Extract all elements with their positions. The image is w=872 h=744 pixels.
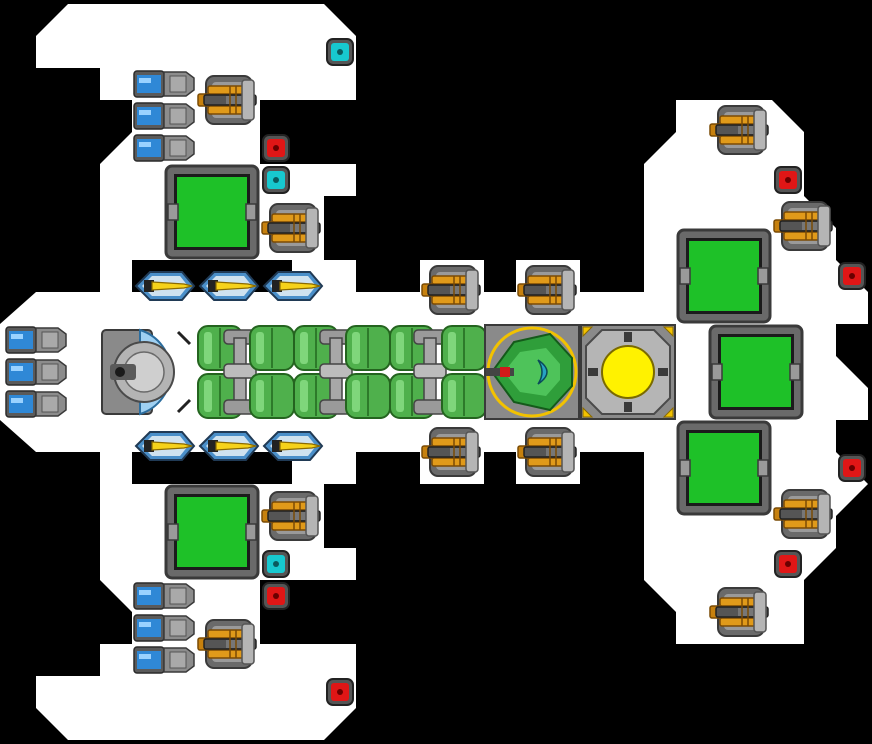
hardpoint-node-icon[interactable]	[836, 260, 868, 292]
reactor-core-icon[interactable]	[580, 324, 676, 420]
cannon-turret-icon[interactable]	[420, 262, 484, 318]
cannon-turret-icon[interactable]	[772, 486, 836, 542]
hardpoint-node-icon[interactable]	[772, 548, 804, 580]
shield-node-icon[interactable]	[260, 164, 292, 196]
cannon-turret-icon[interactable]	[420, 424, 484, 480]
fuel-tank-array[interactable]	[196, 324, 488, 420]
cannon-turret-icon[interactable]	[708, 102, 772, 158]
cannon-turret-icon[interactable]	[260, 200, 324, 256]
cargo-container-icon[interactable]	[708, 324, 804, 420]
shield-node-icon[interactable]	[324, 36, 356, 68]
hardpoint-node-icon[interactable]	[260, 132, 292, 164]
cargo-container-icon[interactable]	[676, 228, 772, 324]
thruster-icon[interactable]	[4, 388, 68, 420]
thruster-icon[interactable]	[132, 100, 196, 132]
hardpoint-node-icon[interactable]	[772, 164, 804, 196]
cannon-turret-icon[interactable]	[196, 616, 260, 672]
cannon-turret-icon[interactable]	[516, 262, 580, 318]
ion-engine-icon[interactable]	[260, 426, 324, 466]
cannon-turret-icon[interactable]	[196, 72, 260, 128]
main-engine-icon[interactable]	[100, 324, 196, 420]
thruster-icon[interactable]	[132, 612, 196, 644]
ion-engine-icon[interactable]	[132, 266, 196, 306]
thruster-icon[interactable]	[132, 132, 196, 164]
cargo-container-icon[interactable]	[164, 484, 260, 580]
ion-engine-icon[interactable]	[196, 266, 260, 306]
hardpoint-node-icon[interactable]	[324, 676, 356, 708]
cargo-container-icon[interactable]	[676, 420, 772, 516]
thruster-icon[interactable]	[132, 68, 196, 100]
ion-engine-icon[interactable]	[260, 266, 324, 306]
hardpoint-node-icon[interactable]	[260, 580, 292, 612]
hardpoint-node-icon[interactable]	[836, 452, 868, 484]
ion-engine-icon[interactable]	[132, 426, 196, 466]
cannon-turret-icon[interactable]	[708, 584, 772, 640]
cannon-turret-icon[interactable]	[516, 424, 580, 480]
cargo-container-icon[interactable]	[164, 164, 260, 260]
thruster-icon[interactable]	[132, 644, 196, 676]
cannon-turret-icon[interactable]	[772, 198, 836, 254]
thruster-icon[interactable]	[132, 580, 196, 612]
cannon-turret-icon[interactable]	[260, 488, 324, 544]
ion-engine-icon[interactable]	[196, 426, 260, 466]
cockpit-icon[interactable]	[484, 324, 580, 420]
thruster-icon[interactable]	[4, 324, 68, 356]
thruster-icon[interactable]	[4, 356, 68, 388]
shield-node-icon[interactable]	[260, 548, 292, 580]
